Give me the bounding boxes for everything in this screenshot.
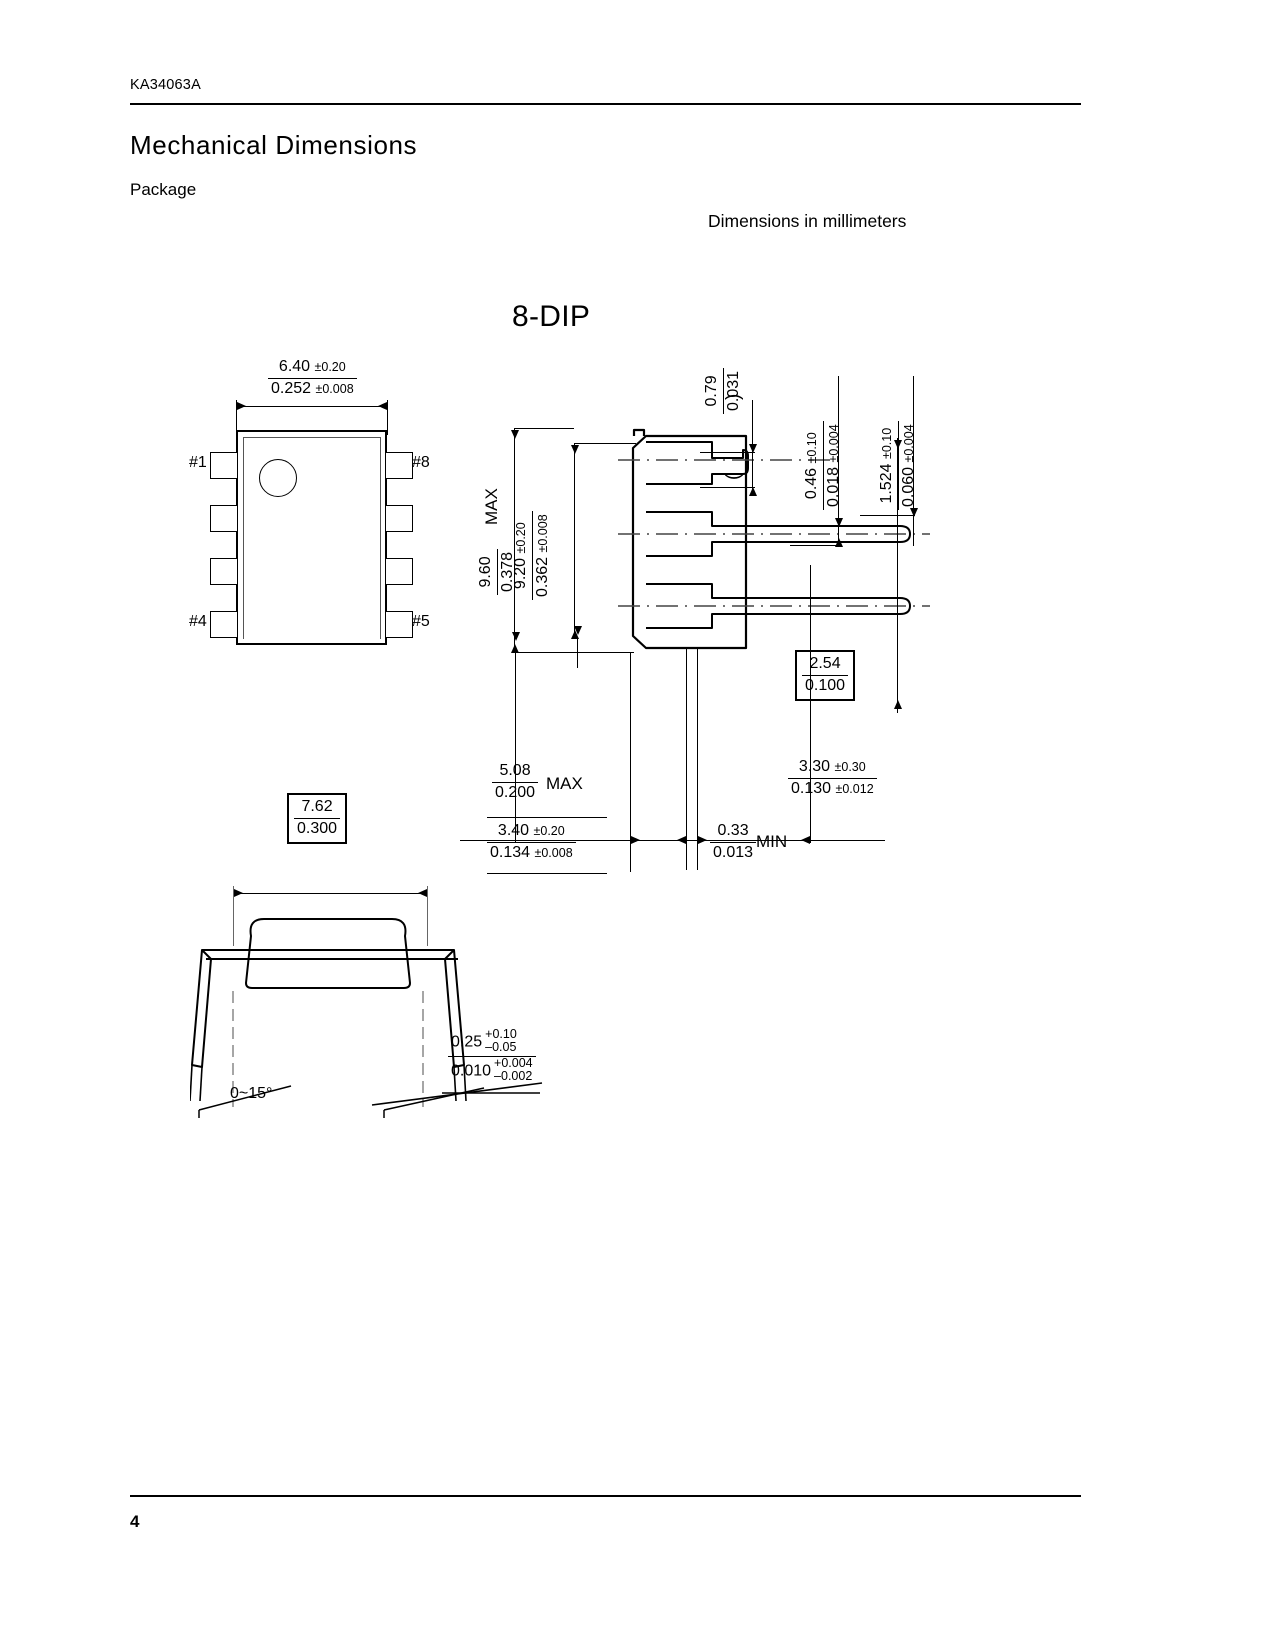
ext-line	[790, 545, 840, 546]
arrowhead	[835, 518, 843, 527]
dim-line	[913, 376, 914, 546]
arrowhead	[418, 889, 427, 897]
package-side-view	[600, 420, 930, 660]
ext-line	[810, 565, 811, 843]
leader-angle-right	[380, 1080, 490, 1118]
dim-lead-gauge: 0.25+0.10–0.05 0.010+0.004–0.002	[448, 1027, 536, 1085]
arrowhead	[677, 836, 686, 844]
ext-line	[697, 648, 698, 870]
pin1-indicator-dot	[259, 459, 297, 497]
leader-line	[487, 873, 607, 874]
ext-line	[236, 400, 237, 435]
dim-row-spacing: 7.62 0.300	[287, 793, 348, 844]
dim-body-width: 6.40 ±0.20 0.252 ±0.008	[268, 358, 357, 399]
dim-body-length: 9.20 ±0.20 0.362 ±0.008	[512, 511, 553, 600]
package-name: 8-DIP	[512, 300, 591, 333]
ext-line	[233, 886, 234, 946]
ext-line	[574, 443, 636, 444]
ext-line	[860, 515, 915, 516]
pin-pad	[385, 611, 413, 638]
arrowhead	[574, 626, 582, 635]
dim-line	[233, 893, 427, 894]
dim-line	[236, 406, 387, 407]
pin-pad	[385, 558, 413, 585]
units-note: Dimensions in millimeters	[708, 211, 907, 231]
section-subtitle: Package	[130, 180, 197, 199]
arrowhead	[571, 445, 579, 454]
arrowhead	[835, 538, 843, 547]
arrowhead	[749, 487, 757, 496]
arrowhead	[894, 700, 902, 709]
ext-line	[427, 886, 428, 946]
leader-line	[487, 817, 607, 818]
body-inner-edge	[243, 437, 244, 639]
dim-line	[838, 376, 839, 546]
dim-line	[897, 438, 898, 713]
dim-body-length-max-qualifier: MAX	[482, 488, 501, 525]
pin-label-4: #4	[189, 613, 207, 630]
leader-angle	[195, 1080, 305, 1118]
dim-lead-length: 3.30 ±0.30 0.130 ±0.012	[788, 758, 877, 799]
arrowhead	[698, 836, 707, 844]
pin-pad	[210, 611, 238, 638]
ext-line	[577, 638, 578, 668]
arrowhead	[237, 402, 246, 410]
pin-pad	[385, 505, 413, 532]
arrowhead	[511, 430, 519, 439]
pin-label-1: #1	[189, 454, 207, 471]
ext-line	[790, 525, 840, 526]
arrowhead	[631, 836, 640, 844]
pin-label-5: #5	[412, 613, 430, 630]
dim-standoff-min: 0.33 0.013	[710, 822, 757, 863]
paren-close: (	[723, 473, 744, 480]
arrowhead	[511, 644, 519, 653]
header-divider	[130, 103, 1081, 105]
ext-line	[514, 652, 634, 653]
body-inner-edge	[380, 437, 381, 639]
arrowhead	[378, 402, 387, 410]
ext-line	[515, 652, 516, 842]
arrowhead	[234, 889, 243, 897]
arrowhead	[910, 508, 918, 517]
page-title: Mechanical Dimensions	[130, 130, 418, 160]
dim-standoff-min-qualifier: MIN	[756, 832, 788, 851]
body-inner-edge	[243, 437, 380, 438]
ext-line	[686, 648, 687, 870]
arrowhead	[801, 836, 810, 844]
page-number: 4	[130, 1512, 140, 1531]
arrowhead	[894, 440, 902, 449]
pin-pad	[385, 452, 413, 479]
package-end-view	[190, 895, 470, 1110]
dim-line	[514, 428, 515, 653]
ext-line	[630, 652, 631, 872]
dim-lead-angle: 0~15°	[230, 1085, 273, 1102]
part-number-header: KA34063A	[130, 77, 201, 93]
ext-line	[700, 452, 755, 453]
dim-seating-height-max-qualifier: MAX	[546, 774, 583, 793]
footer-divider	[130, 1495, 1081, 1497]
pin-pad	[210, 505, 238, 532]
pin-pad	[210, 452, 238, 479]
ext-line	[514, 428, 574, 429]
paren-open: )	[723, 393, 744, 400]
arrowhead	[749, 444, 757, 453]
pin-label-8: #8	[412, 454, 430, 471]
dim-line	[460, 840, 885, 841]
dim-lead-pitch: 2.54 0.100	[795, 650, 856, 701]
package-body-top-view	[236, 430, 387, 645]
ext-line	[700, 487, 755, 488]
dim-line	[574, 443, 575, 638]
dim-lead-shoulder: 0.79 0.031	[703, 367, 744, 414]
dim-body-height: 3.40 ±0.20 0.134 ±0.008	[487, 822, 576, 863]
arrowhead	[512, 632, 520, 641]
pin-pad	[210, 558, 238, 585]
ext-line	[387, 400, 388, 435]
